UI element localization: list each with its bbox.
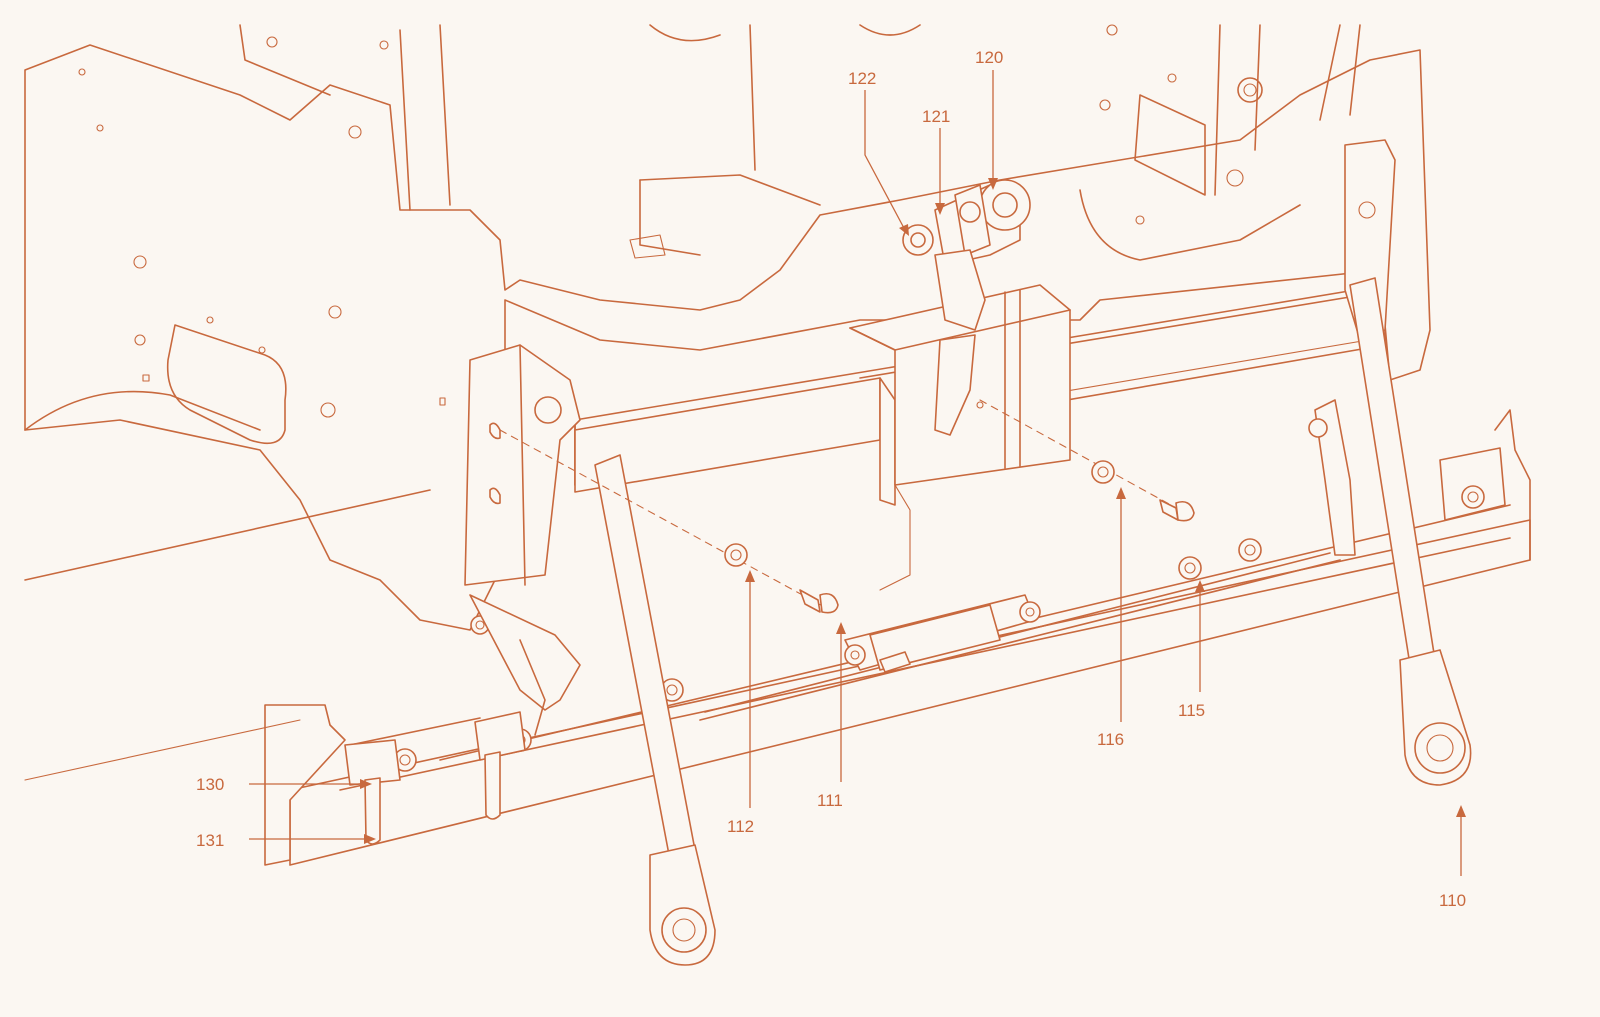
callout-116: 116	[1097, 730, 1124, 749]
callout-110: 110	[1439, 891, 1466, 910]
frame-drawing	[24, 24, 1431, 631]
center-handle	[844, 594, 1041, 673]
callout-130: 130	[196, 775, 224, 794]
callout-labels: 122 121 120 130 131 112 111 116 115 110	[196, 48, 1466, 910]
left-lift-arm	[594, 454, 716, 966]
callout-121: 121	[922, 107, 950, 126]
callout-122: 122	[848, 69, 876, 88]
callout-leaders	[249, 70, 1466, 876]
callout-131: 131	[196, 831, 224, 850]
right-lever-bracket	[1308, 399, 1356, 556]
callout-111: 111	[817, 791, 843, 810]
exploded-fasteners	[499, 399, 1195, 614]
left-mount-bracket	[464, 344, 581, 586]
left-lever-assemblies	[344, 594, 581, 845]
callout-120: 120	[975, 48, 1003, 67]
lower-deck	[24, 409, 1531, 866]
top-link-bracket	[902, 179, 1031, 436]
right-lift-arm	[1349, 277, 1472, 786]
callout-115: 115	[1178, 701, 1205, 720]
callout-112: 112	[727, 817, 754, 836]
